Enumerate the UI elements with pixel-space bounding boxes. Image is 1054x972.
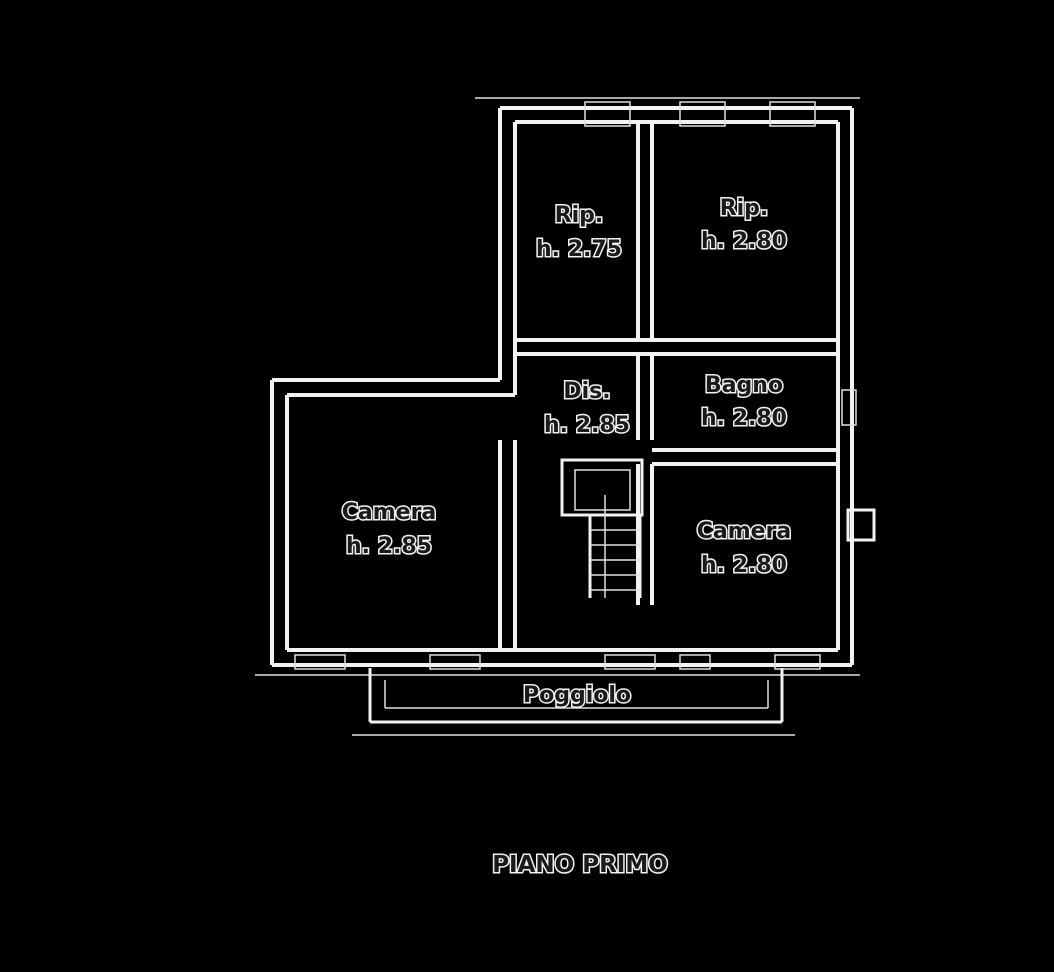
plan-title: PIANO PRIMO	[492, 852, 668, 878]
bagno-height: h. 2.80	[701, 406, 787, 431]
rip-left-name: Rip.	[555, 203, 604, 228]
bagno-name: Bagno	[705, 373, 783, 398]
camera-left-name: Camera	[342, 500, 437, 525]
rip-right-height: h. 2.80	[701, 229, 787, 254]
camera-right-height: h. 2.80	[701, 553, 787, 578]
walls	[255, 97, 860, 676]
rip-left-height: h. 2.75	[536, 237, 622, 262]
rip-right-name: Rip.	[720, 196, 769, 221]
chimney	[846, 508, 876, 542]
camera-right-name: Camera	[697, 519, 792, 544]
dis-name: Dis.	[563, 379, 610, 404]
camera-left-height: h. 2.85	[346, 534, 432, 559]
poggiolo-name: Poggiolo	[523, 683, 631, 708]
stairs	[560, 458, 644, 598]
balcony	[352, 668, 795, 736]
dis-height: h. 2.85	[544, 413, 630, 438]
windows	[294, 101, 857, 670]
